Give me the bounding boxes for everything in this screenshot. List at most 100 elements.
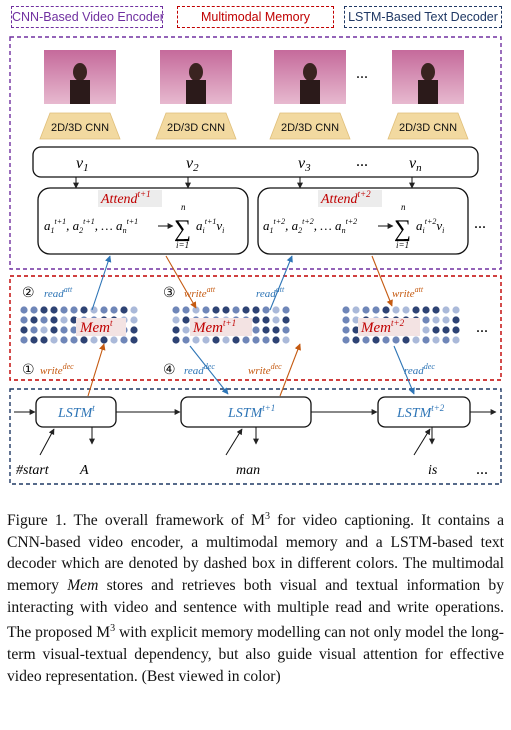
memory-cell-dot xyxy=(372,336,380,344)
label-read-att-2: readatt xyxy=(256,285,285,300)
memory-cell-dot xyxy=(172,336,180,344)
read-att-arrow-2 xyxy=(269,255,293,311)
memory-cell-dot xyxy=(242,306,250,314)
memory-cell-dot xyxy=(40,306,48,314)
step-3: ③ xyxy=(163,285,176,301)
memory-cell-dot xyxy=(50,336,58,344)
memory-cell-dot xyxy=(412,306,420,314)
memory-cell-dot xyxy=(20,316,28,324)
memory-cell-dot xyxy=(50,306,58,314)
attend-ellipsis: ... xyxy=(474,215,486,232)
memory-cell-dot xyxy=(20,336,28,344)
memory-cell-dot xyxy=(252,336,260,344)
memory-ellipsis: ... xyxy=(476,319,488,336)
video-frame-3 xyxy=(274,50,346,104)
svg-text:n: n xyxy=(401,202,406,212)
memory-cell-dot xyxy=(130,326,138,334)
cnn-block-1: 2D/3D CNN xyxy=(39,112,121,140)
memory-cell-dot xyxy=(262,326,270,334)
memory-cell-dot xyxy=(282,306,290,314)
memory-cell-dot xyxy=(30,336,38,344)
step-2: ② xyxy=(22,285,35,301)
memory-cell-dot xyxy=(60,336,68,344)
label-write-dec-2: writedec xyxy=(248,362,282,377)
memory-cell-dot xyxy=(282,326,290,334)
memory-cell-dot xyxy=(452,336,460,344)
memory-cell-dot xyxy=(212,306,220,314)
memory-cell-dot xyxy=(252,306,260,314)
memory-cell-dot xyxy=(90,336,98,344)
memory-cell-dot xyxy=(202,336,210,344)
memory-cell-dot xyxy=(30,306,38,314)
memory-cell-dot xyxy=(432,316,440,324)
word-start: #start xyxy=(16,463,50,478)
encoder-region xyxy=(9,36,502,270)
legend-memory: Multimodal Memory xyxy=(177,6,334,28)
memory-cell-dot xyxy=(182,306,190,314)
cnn-block-3: 2D/3D CNN xyxy=(269,112,351,140)
cnn-label: 2D/3D CNN xyxy=(399,122,457,134)
memory-cell-dot xyxy=(50,326,58,334)
memory-cell-dot xyxy=(422,316,430,324)
write-dec-arrow-2 xyxy=(279,343,301,397)
memory-cell-dot xyxy=(362,336,370,344)
label-read-dec-1: readdec xyxy=(184,362,215,377)
feature-ellipsis: ... xyxy=(356,153,368,170)
memory-cell-dot xyxy=(252,326,260,334)
figure-caption: Figure 1. The overall framework of M3 fo… xyxy=(7,511,504,685)
attend-box-1: Attendt+1 a1t+1, a2t+1, … ant+1 ∑ n i=1 … xyxy=(37,187,249,255)
memory-region xyxy=(9,275,502,381)
word-is: is xyxy=(428,463,438,478)
memory-cell-dot xyxy=(342,316,350,324)
memory-cell-dot xyxy=(110,306,118,314)
attend-box-2: Attendt+2 a1t+2, a2t+2, … ant+2 ∑ n i=1 … xyxy=(257,187,469,255)
svg-text:i=1: i=1 xyxy=(396,240,409,250)
memory-cell-dot xyxy=(272,326,280,334)
memory-cell-dot xyxy=(110,336,118,344)
memory-cell-dot xyxy=(172,316,180,324)
legend-encoder: CNN-Based Video Encoder xyxy=(11,6,164,28)
memory-cell-dot xyxy=(70,316,78,324)
svg-text:∑: ∑ xyxy=(174,216,191,242)
memory-label-1: Memt xyxy=(79,318,113,336)
memory-cell-dot xyxy=(100,336,108,344)
write-att-arrow-2 xyxy=(371,255,393,307)
memory-cell-dot xyxy=(392,336,400,344)
write-att-arrow-1 xyxy=(165,255,197,309)
memory-cell-dot xyxy=(382,336,390,344)
memory-cell-dot xyxy=(272,336,280,344)
memory-cell-dot xyxy=(40,336,48,344)
video-frame-n xyxy=(392,50,464,104)
svg-text:∑: ∑ xyxy=(394,216,411,242)
memory-cell-dot xyxy=(352,336,360,344)
memory-cell-dot xyxy=(442,336,450,344)
memory-cell-dot xyxy=(442,306,450,314)
memory-cell-dot xyxy=(352,326,360,334)
step-4: ④ xyxy=(163,362,176,378)
memory-cell-dot xyxy=(402,336,410,344)
video-frame-2 xyxy=(160,50,232,104)
word-a: A xyxy=(79,463,89,478)
label-write-dec-1: writedec xyxy=(40,362,74,377)
memory-cell-dot xyxy=(222,336,230,344)
memory-cell-dot xyxy=(80,336,88,344)
memory-cell-dot xyxy=(70,326,78,334)
memory-cell-dot xyxy=(30,316,38,324)
memory-cell-dot xyxy=(40,316,48,324)
memory-cell-dot xyxy=(282,316,290,324)
memory-cell-dot xyxy=(30,326,38,334)
memory-cell-dot xyxy=(352,316,360,324)
memory-cell-dot xyxy=(442,316,450,324)
memory-cell-dot xyxy=(262,316,270,324)
memory-cell-dot xyxy=(422,306,430,314)
read-att-arrow-1 xyxy=(91,255,112,311)
memory-cell-dot xyxy=(202,306,210,314)
write-dec-arrow-1 xyxy=(87,343,106,397)
memory-cell-dot xyxy=(172,326,180,334)
memory-cell-dot xyxy=(100,306,108,314)
memory-cell-dot xyxy=(422,326,430,334)
memory-cell-dot xyxy=(262,336,270,344)
cnn-block-2: 2D/3D CNN xyxy=(155,112,237,140)
memory-cell-dot xyxy=(362,306,370,314)
memory-cell-dot xyxy=(442,326,450,334)
